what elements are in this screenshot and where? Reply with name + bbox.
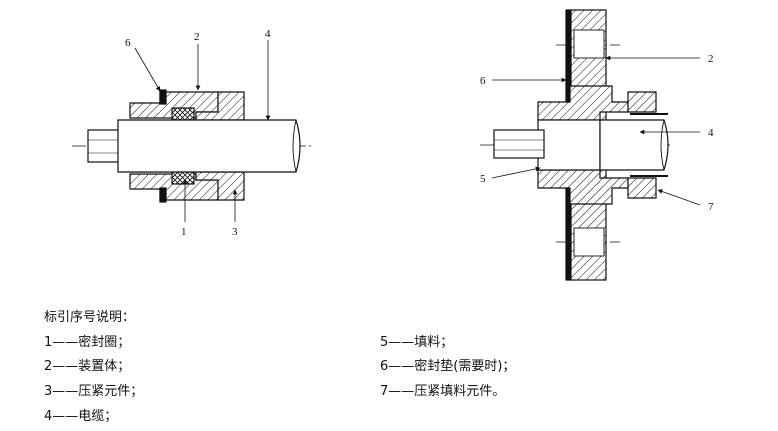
legend-item-2: 2——装置体； <box>44 359 131 374</box>
left-callout-3: 3 <box>232 226 238 238</box>
left-gasket-lower <box>159 187 167 203</box>
right-callout-4: 4 <box>708 127 714 139</box>
right-callout-labels: 2 6 4 5 7 <box>480 53 714 213</box>
right-packing <box>537 119 601 171</box>
right-packing-nut-upper <box>627 91 657 113</box>
right-body-lower <box>537 169 629 205</box>
legend-title: 标引序号说明： <box>44 310 136 325</box>
right-callout-6: 6 <box>480 75 486 87</box>
legend-item-6: 6——密封垫(需要时)； <box>380 359 516 374</box>
right-callout-5: 5 <box>480 173 486 185</box>
legend-item-4: 4——电缆； <box>44 409 118 424</box>
legend-item-3: 3——压紧元件； <box>44 384 144 399</box>
legend-item-7: 7——压紧填料元件。 <box>380 384 506 399</box>
left-seal-ring-lower <box>171 171 195 185</box>
left-cable <box>117 119 301 173</box>
left-callout-6: 6 <box>125 37 131 49</box>
left-callout-4: 4 <box>265 28 271 40</box>
legend-item-5: 5——填料； <box>380 335 454 350</box>
right-gland-figure <box>480 9 701 281</box>
right-packing-nut-lower <box>627 177 657 199</box>
legend-item-1: 1——密封圈； <box>44 335 131 350</box>
right-cable <box>599 119 669 171</box>
left-seal-ring-upper <box>171 107 195 121</box>
cable-gland-drawing: 6 2 4 1 3 <box>72 9 714 281</box>
left-callout-1: 1 <box>181 226 187 238</box>
left-callout-labels: 6 2 4 1 3 <box>125 28 271 238</box>
left-gasket-upper <box>159 89 167 105</box>
left-callout-2: 2 <box>194 31 200 43</box>
left-gland-figure <box>72 40 312 222</box>
right-inner-conductor <box>493 129 545 159</box>
right-body-upper <box>537 85 629 121</box>
right-callout-2: 2 <box>708 53 714 65</box>
right-callout-7: 7 <box>708 201 714 213</box>
